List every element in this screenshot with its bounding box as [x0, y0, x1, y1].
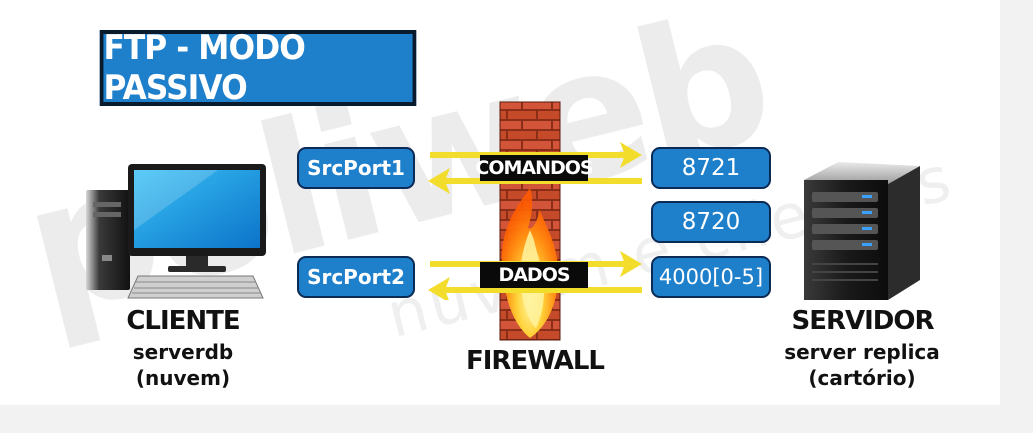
src-port2-label: SrcPort2 — [307, 265, 405, 289]
firewall-name: FIREWALL — [466, 346, 605, 376]
server-location: (cartório) — [808, 366, 916, 390]
client-computer-icon — [86, 164, 266, 299]
port-range-box: 4000[0-5] — [651, 256, 771, 298]
server-icon — [804, 162, 920, 300]
data-arrow-left — [442, 287, 642, 293]
server-name: SERVIDOR — [791, 306, 934, 336]
port-range-label: 4000[0-5] — [658, 265, 764, 289]
cmd-arrow-left-head — [428, 168, 450, 194]
cmd-port-label: 8721 — [681, 155, 741, 181]
client-name: CLIENTE — [126, 306, 240, 336]
src-port1-label: SrcPort1 — [307, 156, 405, 180]
client-location: (nuvem) — [135, 366, 231, 390]
commands-label: COMANDOS — [475, 155, 594, 181]
cmd-arrow-left — [442, 178, 642, 184]
server-host: server replica — [784, 340, 940, 364]
cmd-arrow-right-head — [620, 142, 642, 168]
data-label: DADOS — [480, 262, 588, 288]
src-port1-box: SrcPort1 — [297, 147, 415, 189]
data-arrow-right-head — [620, 251, 642, 277]
src-port2-box: SrcPort2 — [297, 256, 415, 298]
data-arrow-left-head — [428, 277, 450, 300]
firewall-icon — [499, 101, 561, 341]
cmd-port-box: 8721 — [651, 147, 771, 189]
client-host: serverdb — [132, 340, 234, 364]
title-text: FTP - MODO PASSIVO — [103, 28, 305, 108]
diagram-canvas: poliweb nuvem e clientes FTP - MODO PASS… — [0, 0, 1000, 405]
data-port-label: 8720 — [681, 209, 741, 235]
diagram-title: FTP - MODO PASSIVO — [99, 28, 417, 108]
data-port-box: 8720 — [651, 201, 771, 243]
